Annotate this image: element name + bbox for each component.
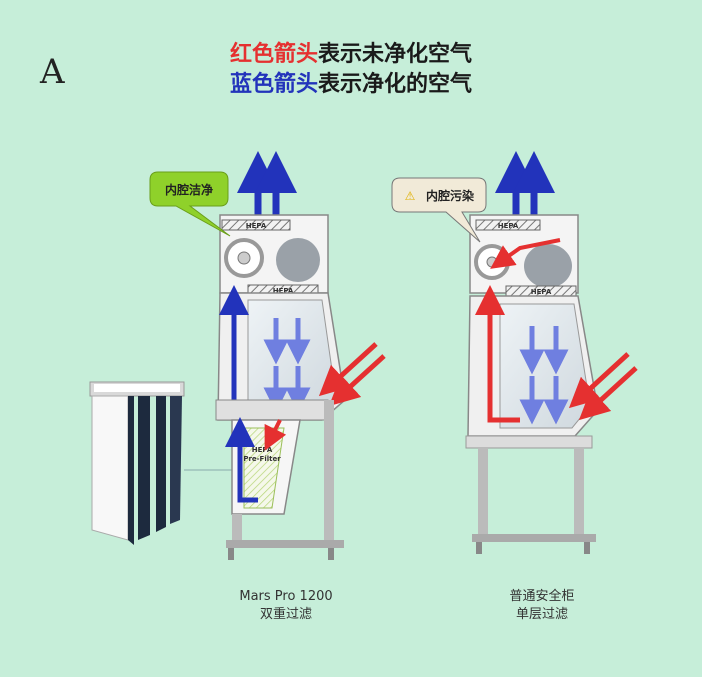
legend-red-label: 红色箭头 [229,42,318,67]
left-caption-desc: 双重过滤 [259,607,312,622]
right-cabinet: HEPA HEPA [465,151,638,554]
panel-letter: A [40,52,65,92]
right-callout: ⚠ 内腔污染 [391,177,487,243]
left-cabinet: HEPA HEPA HEPA Pre-Filter [215,151,386,560]
left-mid-hepa-label: HEPA [273,287,294,295]
left-callout-text: 内腔洁净 [165,182,213,197]
right-callout-text: 内腔污染 [426,188,475,203]
right-caption: 普通安全柜 单层过滤 [462,588,622,624]
legend-unfiltered: 红色箭头表示未净化空气 [0,36,702,68]
left-top-hepa-label: HEPA [246,222,267,230]
right-caption-model: 普通安全柜 [509,589,575,604]
left-prefilter-label-1: HEPA [252,446,273,454]
left-prefilter-label-2: Pre-Filter [243,455,281,463]
legend-blue-desc: 表示净化的空气 [318,72,473,97]
left-caption: Mars Pro 1200 双重过滤 [206,588,366,624]
legend-filtered: 蓝色箭头表示净化的空气 [0,66,702,98]
legend-blue-label: 蓝色箭头 [229,72,318,97]
right-top-hepa-label: HEPA [498,222,519,230]
left-caption-model: Mars Pro 1200 [239,589,333,604]
legend-red-desc: 表示未净化空气 [318,42,473,67]
right-caption-desc: 单层过滤 [515,607,568,622]
left-callout: 内腔洁净 [149,171,231,237]
right-mid-hepa-label: HEPA [531,288,552,296]
warning-icon: ⚠ [405,189,416,203]
hepa-filter-illustration [89,381,232,545]
